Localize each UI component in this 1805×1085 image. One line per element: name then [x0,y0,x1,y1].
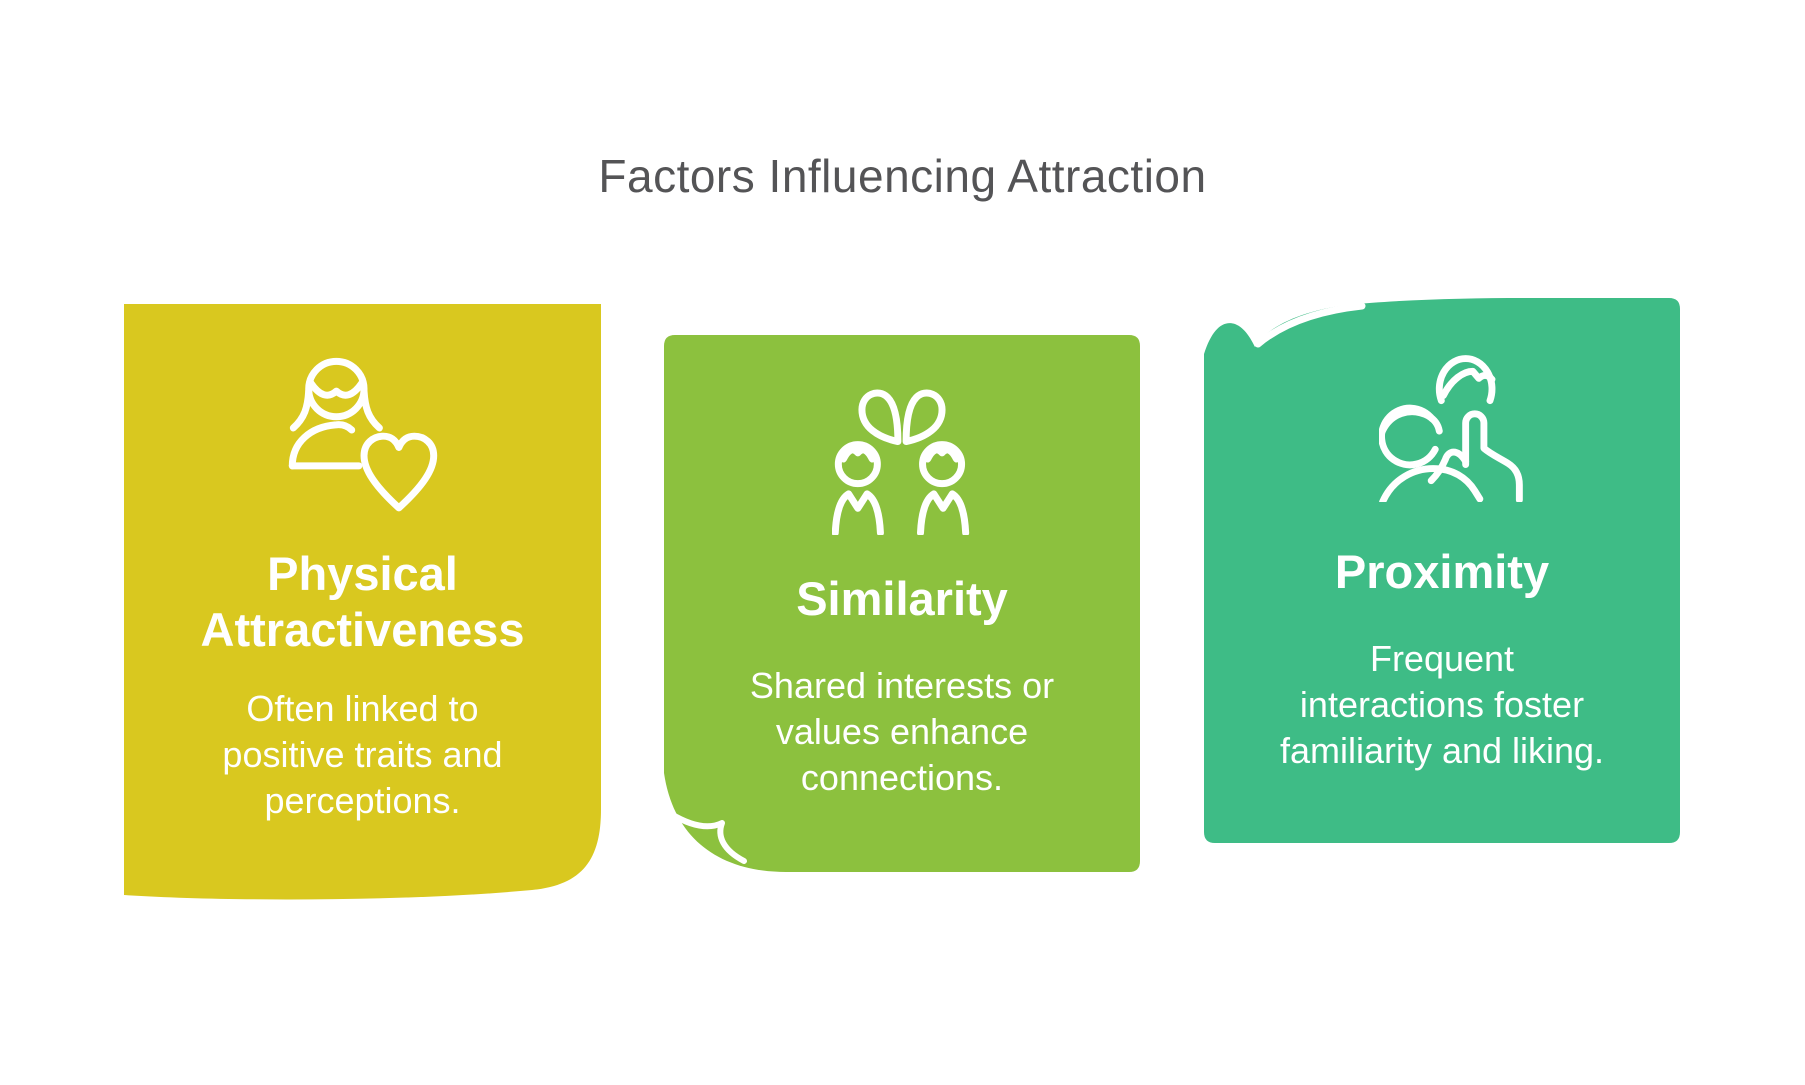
page-curl-fold-line [1254,302,1366,348]
two-people-close-icon [1379,355,1523,502]
page-curl-fold-line [668,811,747,864]
description-line: connections. [800,757,1004,798]
card-proximity: Proximity Frequent interactions foster f… [1204,298,1680,843]
description-line: values enhance [775,711,1029,752]
description-line: Frequent [1369,638,1515,679]
page-title: Factors Influencing Attraction [598,149,1207,202]
description-line: perceptions. [264,780,461,821]
card-description: Often linked to positive traits and perc… [222,686,502,824]
description-line: Often linked to [246,688,479,729]
card-shape [664,335,1140,872]
card-similarity: Similarity Shared interests or values en… [664,335,1140,872]
card-description: Frequent interactions foster familiarity… [1280,636,1604,774]
yellow-card-background [124,304,601,900]
two-matching-people-icon [832,389,970,535]
card-description: Shared interests or values enhance conne… [750,663,1054,801]
card-title: Similarity [796,572,1008,625]
card-shape [1204,298,1680,843]
description-line: positive traits and [222,734,503,775]
card-physical-attractiveness: Physical Attractiveness Often linked to … [124,304,601,900]
card-title: Physical Attractiveness [200,547,525,656]
card-title: Proximity [1334,545,1550,598]
card-shape [124,304,601,900]
description-line: interactions foster [1299,684,1585,725]
description-line: familiarity and liking. [1279,730,1605,771]
green-card-background [664,335,1140,872]
woman-with-heart-icon [288,357,437,512]
teal-card-background [1204,298,1680,843]
description-line: Shared interests or [749,665,1055,706]
